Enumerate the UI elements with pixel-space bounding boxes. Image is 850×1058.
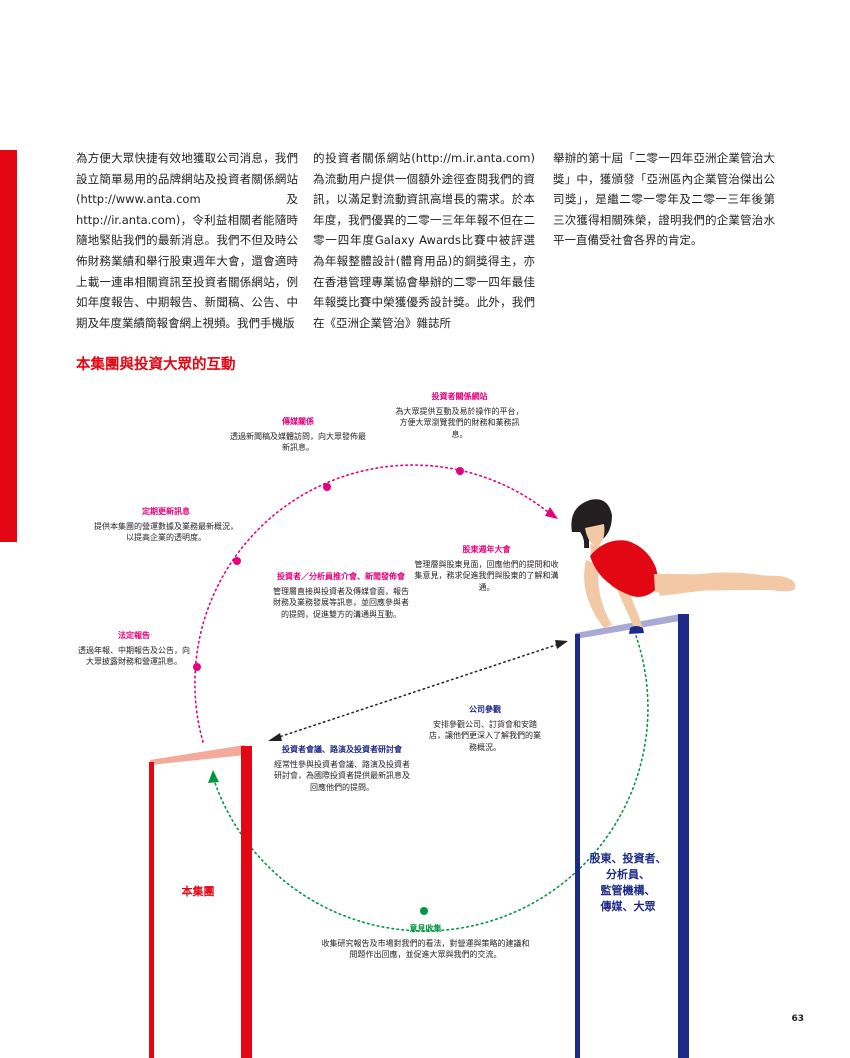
arc-dot [193, 663, 201, 671]
two-way-arrowhead [268, 733, 282, 741]
statutory-desc: 透過年報、中期報告及公告，向大眾披露財務和營運訊息。 [78, 645, 190, 667]
company-visits-title: 公司參觀 [469, 705, 501, 714]
right-bar-top [576, 614, 680, 639]
left-bar-top [150, 745, 245, 765]
outreach-arc [194, 464, 549, 743]
body-column-2: 的投資者關係網站(http://m.ir.anta.com)為流動用户提供一個額… [313, 151, 535, 330]
body-column-1: 為方便大眾快捷有效地獲取公司消息，我們設立簡單易用的品牌網站及投資者關係網站(h… [76, 151, 298, 330]
regular-updates-label: 定期更新訊息 提供本集團的營運數據及業務最新概況，以提高企業的透明度。 [92, 506, 240, 544]
agm-label: 股東週年大會 管理層與股東見面，回應他們的提問和收集意見，務求促進我們與股東的了… [414, 544, 559, 593]
agm-desc: 管理層與股東見面，回應他們的提問和收集意見，務求促進我們與股東的了解和溝通。 [414, 559, 559, 592]
arc-dot [456, 467, 464, 475]
feedback-title: 意見收集 [409, 924, 442, 933]
briefings-title: 投資者／分析員推介會、新聞發佈會 [277, 572, 405, 581]
page-number: 63 [791, 1014, 804, 1024]
regular-updates-title: 定期更新訊息 [142, 507, 190, 516]
briefings-desc: 管理層直接與投資者及傳媒會面，報告財務及業務發展等訊息，並回應參與者的提問，促進… [273, 586, 409, 619]
company-visits-desc: 安排參觀公司、訂貨會和安踏店，讓他們更深入了解我們的業務概況。 [429, 719, 541, 752]
stakeholders-label: 股東、投資者、 分析員、 監管機構、 傳媒、大眾 [582, 851, 674, 915]
media-relations-title: 傳媒關係 [282, 417, 314, 426]
agm-title: 股東週年大會 [462, 545, 511, 554]
briefings-label: 投資者／分析員推介會、新聞發佈會 管理層直接與投資者及傳媒會面，報告財務及業務發… [270, 571, 412, 620]
feedback-desc: 收集研究報告及市場對我們的看法，對營運與策略的建議和問題作出回應，並促進大眾與我… [321, 938, 530, 960]
two-way-link [275, 644, 557, 739]
arc-dot [323, 483, 331, 491]
feedback-arc [213, 635, 649, 932]
statutory-label: 法定報告 透過年報、中期報告及公告，向大眾披露財務和營運訊息。 [78, 630, 190, 668]
arc-dot [233, 557, 241, 565]
stakeholders-line: 股東、投資者、 [589, 852, 667, 865]
statutory-title: 法定報告 [118, 631, 150, 640]
left-bar-post [149, 762, 154, 1058]
conferences-title: 投資者會議、路演及投資者研討會 [282, 745, 402, 754]
feedback-arrowhead [208, 770, 219, 783]
stakeholders-line: 分析員、 [606, 868, 650, 881]
arc-dot [420, 907, 428, 915]
conferences-desc: 經常性參與投資者會議、路演及投資者研討會，為國際投資者提供最新訊息及回應他們的提… [274, 759, 410, 792]
feedback-label: 意見收集 收集研究報告及市場對我們的看法，對營運與策略的建議和問題作出回應，並促… [318, 923, 533, 961]
right-bar-post [678, 614, 689, 1058]
company-visits-label: 公司參觀 安排參觀公司、訂貨會和安踏店，讓他們更深入了解我們的業務概況。 [426, 704, 544, 753]
left-bar-post [241, 746, 252, 1058]
conferences-label: 投資者會議、路演及投資者研討會 經常性參與投資者會議、路演及投資者研討會，為國際… [272, 744, 412, 793]
regular-updates-desc: 提供本集團的營運數據及業務最新概況，以提高企業的透明度。 [94, 521, 238, 543]
outreach-arrowhead [545, 507, 558, 519]
two-way-arrowhead [555, 640, 568, 649]
body-column-3: 舉辦的第十屆「二零一四年亞洲企業管治大獎」中，獲頒發「亞洲區內企業管治傑出公司獎… [553, 151, 775, 248]
ir-website-title: 投資者關係網站 [431, 392, 488, 401]
group-label: 本集團 [181, 885, 215, 898]
stakeholders-line: 傳媒、大眾 [600, 900, 656, 913]
ir-website-label: 投資者關係網站 為大眾提供互動及易於操作的平台，方便大眾瀏覽我們的財務和業務訊息… [392, 391, 527, 440]
gymnast-illustration [571, 499, 796, 634]
media-relations-label: 傳媒關係 透過新聞稿及媒體訪問，向大眾發佈最新訊息。 [228, 416, 368, 454]
section-title: 本集團與投資大眾的互動 [76, 357, 236, 373]
ir-website-desc: 為大眾提供互動及易於操作的平台，方便大眾瀏覽我們的財務和業務訊息。 [395, 406, 524, 439]
red-edge-tab [0, 150, 17, 542]
media-relations-desc: 透過新聞稿及媒體訪問，向大眾發佈最新訊息。 [230, 431, 366, 453]
stakeholders-line: 監管機構、 [600, 884, 656, 897]
right-bar-post [575, 634, 580, 1058]
